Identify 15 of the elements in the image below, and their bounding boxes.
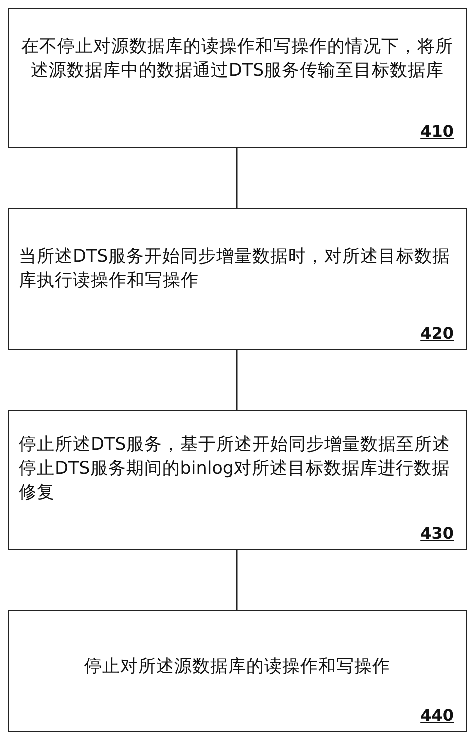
step-text: 当所述DTS服务开始同步增量数据时，对所述目标数据库执行读操作和写操作	[19, 246, 452, 293]
process-box	[8, 610, 467, 732]
process-box	[8, 208, 467, 350]
connector-line	[236, 148, 238, 208]
step-number: 410	[420, 122, 454, 141]
step-text: 停止所述DTS服务，基于所述开始同步增量数据至所述停止DTS服务期间的binlog对所述目标数据库进行数据修复	[19, 434, 452, 505]
step-text: 在不停止对源数据库的读操作和写操作的情况下，将所述源数据库中的数据通过DTS服务传输至目标数据库	[20, 36, 454, 83]
connector-line	[236, 350, 238, 410]
step-number: 440	[420, 706, 454, 725]
process-box	[8, 8, 467, 148]
step-number: 430	[420, 524, 454, 543]
process-box	[8, 410, 467, 550]
step-text: 停止对所述源数据库的读操作和写操作	[84, 656, 392, 679]
connector-line	[236, 550, 238, 610]
step-number: 420	[420, 324, 454, 343]
